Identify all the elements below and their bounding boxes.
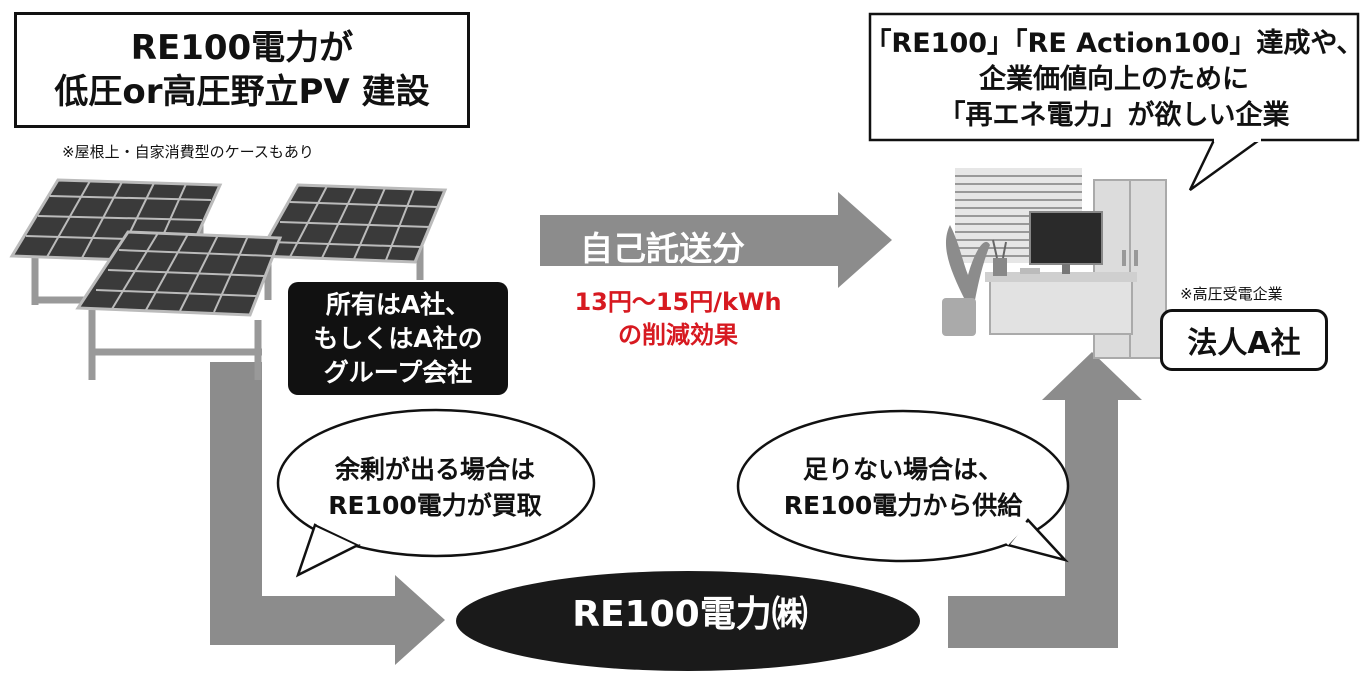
shortage-line-2: RE100電力から供給: [783, 491, 1023, 520]
title-line-1: RE100電力が: [130, 28, 354, 68]
owner-box: 所有はA社、 もしくはA社の グループ会社: [288, 282, 508, 395]
surplus-line-2: RE100電力が買取: [328, 491, 542, 520]
surplus-flow-arrow: [210, 362, 445, 665]
owner-line-1: 所有はA社、: [325, 289, 471, 319]
solar-panel-array-illustration: [9, 178, 448, 380]
surplus-line-1: 余剰が出る場合は: [334, 455, 535, 484]
self-wheeling-label: 自己託送分: [580, 229, 745, 268]
owner-line-2: もしくはA社の: [313, 323, 483, 353]
re100-company-label: RE100電力㈱: [572, 594, 808, 635]
re100-company-ellipse: [456, 571, 920, 671]
title-line-2: 低圧or高圧野立PV 建設: [54, 72, 430, 112]
pv-construction-title-box: RE100電力が 低圧or高圧野立PV 建設: [14, 12, 470, 128]
rooftop-note: ※屋根上・自家消費型のケースもあり: [62, 143, 314, 161]
high-voltage-note: ※高圧受電企業: [1180, 285, 1283, 303]
shortage-speech-bubble: [736, 409, 1070, 563]
office-desk-illustration: [942, 168, 1167, 359]
saving-effect: 13円〜15円/kWh の削減効果: [548, 286, 808, 352]
need-line-3: 「再エネ電力」が欲しい企業: [938, 100, 1290, 131]
shortage-bubble-text: 足りない場合は、 RE100電力から供給: [744, 452, 1062, 524]
customer-label: 法人A社: [1160, 309, 1328, 371]
self-wheeling-arrow: [540, 192, 892, 288]
shortage-line-1: 足りない場合は、: [802, 455, 1003, 484]
saving-line-2: の削減効果: [618, 321, 738, 349]
corporate-need-text: 「RE100」「RE Action100」達成や、 企業価値向上のために 「再エ…: [864, 26, 1363, 134]
corporate-need-speech-box: [868, 12, 1360, 192]
owner-line-3: グループ会社: [323, 357, 473, 387]
saving-line-1: 13円〜15円/kWh: [574, 288, 782, 316]
supply-flow-arrow: [948, 352, 1142, 648]
surplus-speech-bubble: [276, 408, 596, 578]
surplus-bubble-text: 余剰が出る場合は RE100電力が買取: [285, 452, 585, 524]
need-line-2: 企業価値向上のために: [979, 64, 1249, 95]
need-line-1: 「RE100」「RE Action100」達成や、: [864, 28, 1364, 59]
